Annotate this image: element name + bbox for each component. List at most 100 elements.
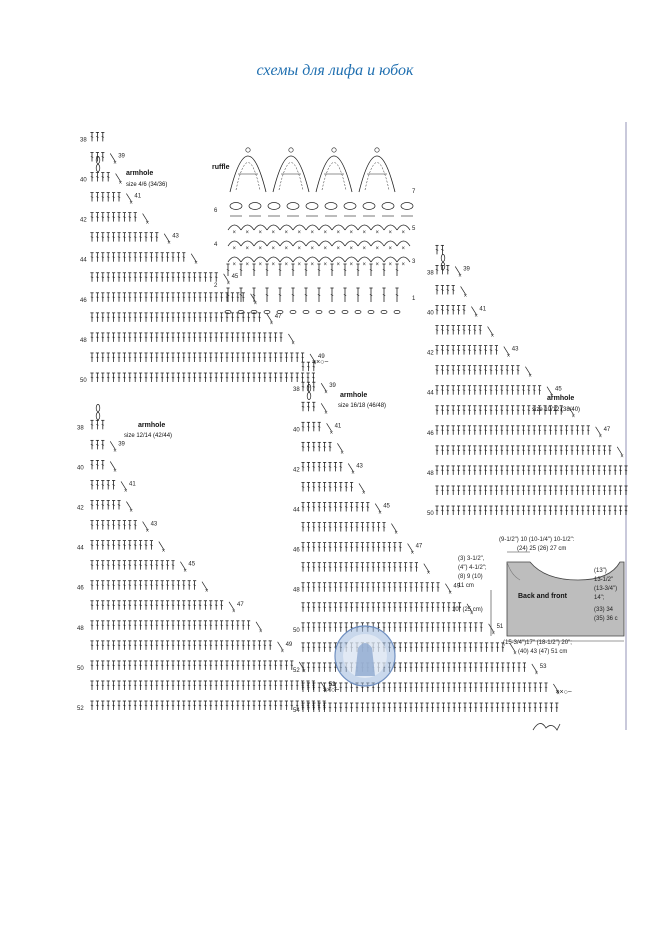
svg-text:×: × [513,651,517,657]
armhole-heading: armhole [547,395,574,402]
svg-text:×: × [337,230,341,236]
row-number: 47 [416,544,423,550]
svg-text:×: × [272,262,276,268]
row-number: 51 [497,624,504,630]
svg-text:×: × [535,671,539,677]
row-number: 42 [80,218,87,224]
row-number: 40 [293,427,300,433]
svg-text:×: × [491,334,495,340]
svg-text:×: × [259,262,263,268]
svg-text:×: × [556,691,560,697]
svg-text:××○~: ××○~ [312,359,329,366]
svg-text:×: × [311,262,315,268]
row-number: 40 [427,311,434,317]
row-number: 39 [463,266,470,272]
svg-text:×: × [411,551,415,557]
svg-text:×: × [129,201,133,207]
svg-text:×: × [311,246,315,252]
schematic-shape [506,561,625,637]
row-number: 42 [427,351,434,357]
svg-text:×: × [324,246,328,252]
svg-text:×: × [272,230,276,236]
svg-text:×: × [259,629,263,635]
svg-text:×: × [350,246,354,252]
schematic-top-2: (24) 25 (26) 27 cm [517,546,566,552]
schematic-left-4: 11 cm [458,583,474,589]
row-number: 41 [335,423,342,429]
row-number: 39 [329,383,336,389]
round-stamp-watermark [334,625,396,687]
row-number: 43 [172,234,179,240]
row-number: 45 [383,504,390,510]
row-number: 44 [77,546,84,552]
svg-text:×: × [492,631,496,637]
svg-text:×: × [389,262,393,268]
schematic-right-4: 14"; [594,595,605,601]
svg-text:×: × [458,273,462,279]
row-number: 46 [427,431,434,437]
row-number: 48 [77,626,84,632]
svg-text:×: × [330,430,334,436]
row-number: 46 [80,298,87,304]
armhole-chart-size-4-6: ×××××××××××50484644424038494745434139××○… [80,132,329,384]
row-number: 41 [129,481,136,487]
svg-text:×: × [363,246,367,252]
row-number: 53 [540,664,547,670]
svg-text:×: × [507,354,511,360]
size-label: size 10/12 (38/40) [532,407,580,413]
schematic-left-3: (8) 9 (10) [458,574,483,580]
svg-text:×: × [363,262,367,268]
row-number: 51 [329,682,336,688]
svg-text:×: × [113,468,117,474]
schematic-right-5: (33) 34 [594,607,614,613]
svg-text:×: × [572,414,576,420]
svg-text:×: × [620,454,624,460]
svg-text:×: × [313,361,317,367]
svg-text:×: × [376,246,380,252]
svg-text:×: × [233,230,237,236]
row-number: 43 [151,522,158,528]
schematic-right-2: 13-1/2" [594,577,613,583]
row-number: 42 [293,467,300,473]
row-number: 46 [77,586,84,592]
svg-text:×: × [448,591,452,597]
svg-text:×: × [124,488,128,494]
schematic-center-label: Back and front [518,593,568,600]
svg-text:×: × [378,511,382,517]
row-number: 44 [80,258,87,264]
row-number: 49 [318,354,325,360]
armhole-heading: armhole [126,170,153,177]
svg-text:×: × [389,246,393,252]
svg-text:×: × [285,230,289,236]
page-title: схемы для лифа и юбок [256,62,414,79]
svg-text:×: × [340,450,344,456]
row-number: 50 [80,378,87,384]
ruffle-label: ruffle [212,164,230,171]
svg-text:×: × [246,262,250,268]
row-number: 38 [77,425,84,431]
row-number: 44 [293,508,300,514]
svg-text:×: × [350,262,354,268]
schematic-right-3: (13-3/4") [594,586,617,592]
svg-text:×: × [272,246,276,252]
row-number: 50 [77,666,84,672]
row-number: 48 [80,338,87,344]
svg-text:×: × [389,230,393,236]
svg-text:×: × [254,301,258,307]
svg-text:×: × [402,262,406,268]
row-number: 46 [293,548,300,554]
row-number: 38 [293,387,300,393]
svg-text:×: × [464,293,468,299]
schematic-bottom-1: (15-3/4")17" (18-1/2") 20"; [503,640,572,646]
svg-text:×: × [285,262,289,268]
ruffle-row-number: 4 [214,242,218,248]
row-number: 38 [427,270,434,276]
svg-text:×: × [285,246,289,252]
svg-text:×: × [298,230,302,236]
svg-text:×: × [227,281,231,287]
svg-text:×: × [205,589,209,595]
svg-text:×: × [324,262,328,268]
svg-text:×: × [402,246,406,252]
svg-text:×: × [162,549,166,555]
svg-text:×: × [298,262,302,268]
